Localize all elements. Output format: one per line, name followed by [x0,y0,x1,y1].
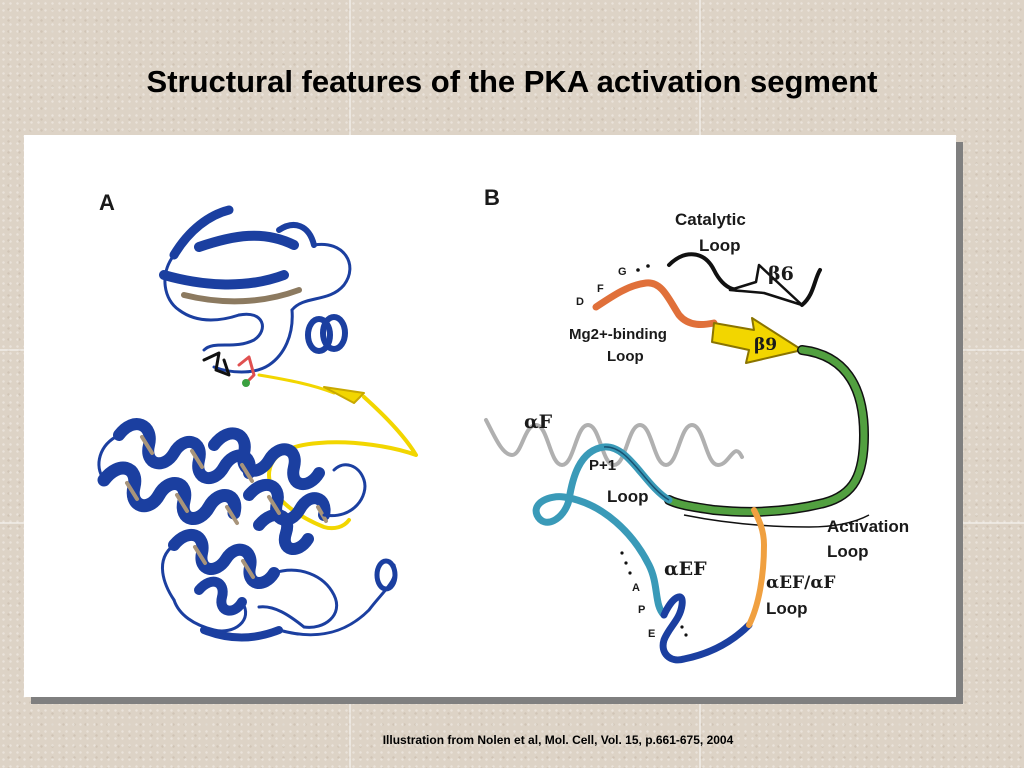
activation-segment-ribbon [257,373,336,395]
alpha-ef-af-loop [746,507,768,628]
loop [163,253,241,322]
alpha-f-label: αF [524,411,553,433]
activation-segment-ribbon [323,386,365,404]
helix [194,576,247,616]
helix-turn [305,316,333,354]
beta6-label: β6 [768,263,794,285]
catalytic-loop-strand [667,252,754,292]
panel-a-letter: A [99,190,115,215]
ape-letter: E [648,628,655,640]
panel-b: B Catalytic Loop β6 D F G Mg2+-binding L… [484,185,909,664]
mg-binding-loop [592,279,718,329]
activation-loop-label: Loop [827,542,869,561]
loop [322,463,367,518]
beta-strand [159,270,289,290]
dfg-letter: G [618,266,627,278]
alpha-ef-label: αEF [664,558,707,580]
alpha-ef-af-loop-label: Loop [766,599,808,618]
mg-loop-label: Mg2+-binding [569,326,667,343]
atp-ligand [237,355,256,385]
catalytic-loop-label: Catalytic [675,210,746,229]
ape-letter: A [632,582,640,594]
kinase-ribbon-diagram [97,205,418,642]
helix-shading [125,435,328,579]
loop [272,568,339,629]
dot [646,264,650,268]
catalytic-loop-label: Loop [699,236,741,255]
loop [290,242,352,312]
p1-loop-label: P+1 [589,457,616,474]
slide-title: Structural features of the PKA activatio… [146,64,878,99]
loop [212,308,294,374]
beta9-label: β9 [754,335,777,355]
beta-strand [169,205,234,260]
activation-loop [665,346,868,516]
loop [160,543,176,602]
dfg-letter: F [597,283,604,295]
helix-turn [374,558,398,592]
activation-loop-label: Activation [827,517,909,536]
alpha-ef-af-loop-label: αEF/αF [766,573,835,593]
panel-a: A [97,190,418,642]
mg-loop-label: Loop [607,348,644,365]
activation-backbone [683,514,870,528]
helix [168,528,280,589]
p1-loop-label: Loop [607,487,649,506]
helix [253,508,314,555]
beta6-arrow [728,263,804,307]
mg-ion [242,379,250,387]
helix [97,461,242,525]
beta-strand [181,287,302,305]
dfg-letter: D [576,296,584,308]
alpha-ef-helix [659,593,753,664]
ape-motif-dots [620,551,688,637]
alpha-f-helix [484,418,744,468]
p1-loop-edge [603,446,670,501]
helix [208,427,325,490]
figure-svg: A [97,185,909,664]
beta6-tail [800,268,822,307]
beta9-arrow [711,317,803,364]
atp-ligand [202,351,231,377]
loop [97,433,121,482]
loop [202,312,264,352]
loop [257,605,306,629]
ape-letter: P [638,604,645,616]
helix [113,418,256,484]
figure-caption: Illustration from Nolen et al, Mol. Cell… [382,733,734,747]
dot [636,268,640,272]
panel-b-letter: B [484,185,500,210]
beta-strand [276,222,317,248]
helix-turn [320,314,348,352]
beta-strand [194,230,299,252]
beta-strand [200,626,283,642]
figure-panel: A [24,135,956,697]
